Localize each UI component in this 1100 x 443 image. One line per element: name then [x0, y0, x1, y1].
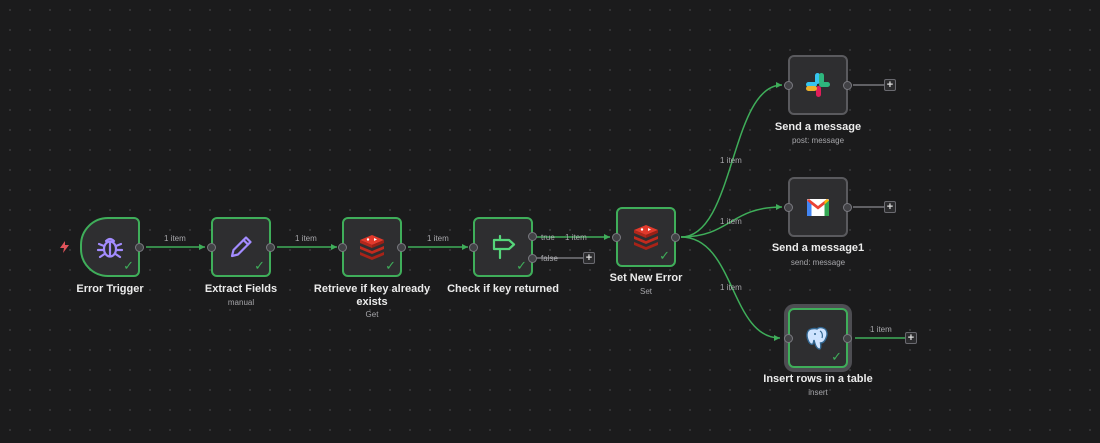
output-handle-false[interactable] — [528, 254, 537, 263]
pencil-icon — [230, 236, 252, 258]
add-node-button[interactable]: + — [905, 332, 917, 344]
add-node-button[interactable]: + — [884, 79, 896, 91]
edge-item-count: 1 item — [870, 325, 892, 334]
edge-item-count: 1 item — [720, 156, 742, 165]
gmail-icon — [807, 199, 829, 216]
node-check-key[interactable]: ✓ — [469, 217, 537, 277]
edge-item-count: 1 item — [565, 233, 587, 242]
node-insert-rows-postgres[interactable]: ✓ — [784, 308, 852, 368]
success-check-icon: ✓ — [254, 258, 265, 273]
input-handle[interactable] — [469, 243, 478, 252]
edge-item-count: 1 item — [720, 217, 742, 226]
node-title: Send a message — [774, 121, 862, 133]
output-handle[interactable] — [843, 203, 852, 212]
input-handle[interactable] — [612, 233, 621, 242]
input-handle[interactable] — [338, 243, 347, 252]
success-check-icon: ✓ — [659, 248, 670, 263]
output-handle[interactable] — [843, 334, 852, 343]
node-title: Error Trigger — [76, 283, 144, 295]
node-set-new-error[interactable]: ✓ — [612, 207, 680, 267]
node-send-message-gmail[interactable] — [784, 177, 852, 237]
edge-item-count: 1 item — [720, 283, 742, 292]
success-check-icon: ✓ — [385, 258, 396, 273]
bug-icon — [96, 237, 124, 259]
connection-setnewerror-postgres[interactable] — [680, 236, 781, 341]
add-node-button[interactable]: + — [583, 252, 595, 264]
branch-label-false: false — [541, 254, 558, 263]
input-handle[interactable] — [207, 243, 216, 252]
node-subtitle: post: message — [791, 136, 845, 145]
node-subtitle: Set — [639, 287, 652, 296]
node-subtitle: Get — [365, 310, 379, 319]
node-subtitle: send: message — [790, 258, 846, 267]
connection-setnewerror-slack[interactable] — [680, 82, 783, 238]
success-check-icon: ✓ — [516, 258, 527, 273]
node-title: Retrieve if key already exists — [313, 283, 431, 308]
redis-icon — [360, 235, 384, 260]
redis-icon — [634, 225, 658, 250]
connection-setnewerror-gmail[interactable] — [680, 204, 783, 238]
output-handle[interactable] — [843, 81, 852, 90]
input-handle[interactable] — [784, 203, 793, 212]
node-subtitle: insert — [808, 388, 828, 397]
output-handle[interactable] — [397, 243, 406, 252]
node-send-message-slack[interactable] — [784, 55, 852, 115]
slack-icon — [806, 73, 830, 97]
branch-label-true: true — [541, 233, 555, 242]
output-handle-true[interactable] — [528, 232, 537, 241]
node-title: Send a message1 — [771, 242, 865, 254]
output-handle[interactable] — [135, 243, 144, 252]
add-node-button[interactable]: + — [884, 201, 896, 213]
node-error-trigger[interactable]: ✓ — [80, 217, 144, 277]
success-check-icon: ✓ — [123, 258, 134, 273]
node-retrieve-key[interactable]: ✓ — [338, 217, 406, 277]
input-handle[interactable] — [784, 334, 793, 343]
node-title: Check if key returned — [447, 283, 559, 295]
signpost-icon — [492, 234, 516, 260]
node-title: Set New Error — [609, 272, 683, 284]
node-title: Insert rows in a table — [763, 373, 873, 385]
output-handle[interactable] — [266, 243, 275, 252]
postgres-elephant-icon — [806, 326, 828, 350]
edge-item-count: 1 item — [427, 234, 449, 243]
edge-item-count: 1 item — [295, 234, 317, 243]
input-handle[interactable] — [784, 81, 793, 90]
node-subtitle: manual — [227, 298, 255, 307]
node-extract-fields[interactable]: ✓ — [207, 217, 275, 277]
output-handle[interactable] — [671, 233, 680, 242]
edge-item-count: 1 item — [164, 234, 186, 243]
node-title: Extract Fields — [204, 283, 278, 295]
lightning-bolt-icon — [60, 241, 69, 253]
success-check-icon: ✓ — [831, 349, 842, 364]
